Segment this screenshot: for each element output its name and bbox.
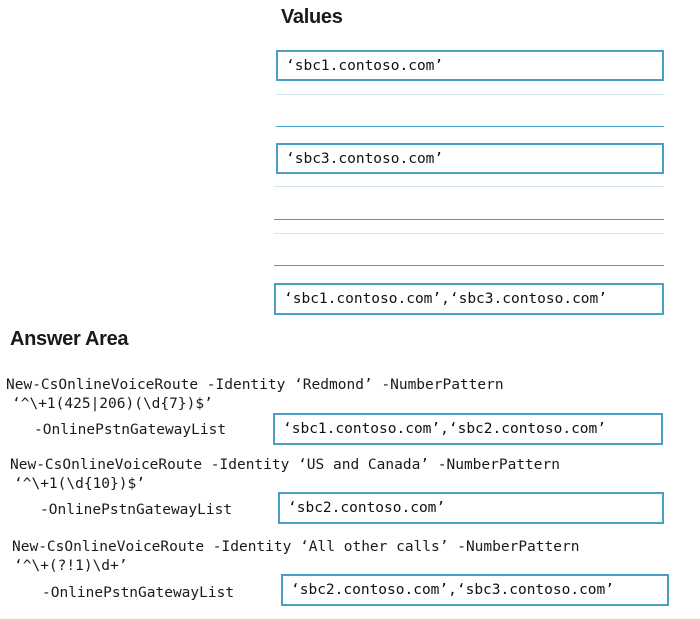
value-option-empty-3[interactable] xyxy=(274,233,664,266)
values-heading: Values xyxy=(281,6,343,28)
route-pattern-us-canada: ‘^\+1(\d{10})$’ xyxy=(14,476,145,492)
route-param-redmond: -OnlinePstnGatewayList xyxy=(34,422,227,438)
route-param-us-canada: -OnlinePstnGatewayList xyxy=(40,502,233,518)
answer-area-heading: Answer Area xyxy=(10,328,129,350)
value-option-empty-1[interactable] xyxy=(276,94,664,127)
answer-slot-all-other[interactable]: ‘sbc2.contoso.com’,‘sbc3.contoso.com’ xyxy=(281,574,669,606)
route-param-all-other: -OnlinePstnGatewayList xyxy=(42,585,235,601)
route-command-all-other: New-CsOnlineVoiceRoute -Identity ‘All ot… xyxy=(12,539,580,555)
value-option-sbc1[interactable]: ‘sbc1.contoso.com’ xyxy=(276,50,664,81)
route-pattern-all-other: ‘^\+(?!1)\d+’ xyxy=(14,558,128,574)
route-command-redmond: New-CsOnlineVoiceRoute -Identity ‘Redmon… xyxy=(6,377,504,393)
value-option-empty-2[interactable] xyxy=(274,186,664,220)
value-option-sbc1-sbc3[interactable]: ‘sbc1.contoso.com’,‘sbc3.contoso.com’ xyxy=(274,283,664,315)
answer-slot-redmond[interactable]: ‘sbc1.contoso.com’,‘sbc2.contoso.com’ xyxy=(273,413,663,445)
route-command-us-canada: New-CsOnlineVoiceRoute -Identity ‘US and… xyxy=(10,457,560,473)
answer-slot-us-canada[interactable]: ‘sbc2.contoso.com’ xyxy=(278,492,664,524)
value-option-sbc3[interactable]: ‘sbc3.contoso.com’ xyxy=(276,143,664,174)
route-pattern-redmond: ‘^\+1(425|206)(\d{7})$’ xyxy=(12,396,213,412)
